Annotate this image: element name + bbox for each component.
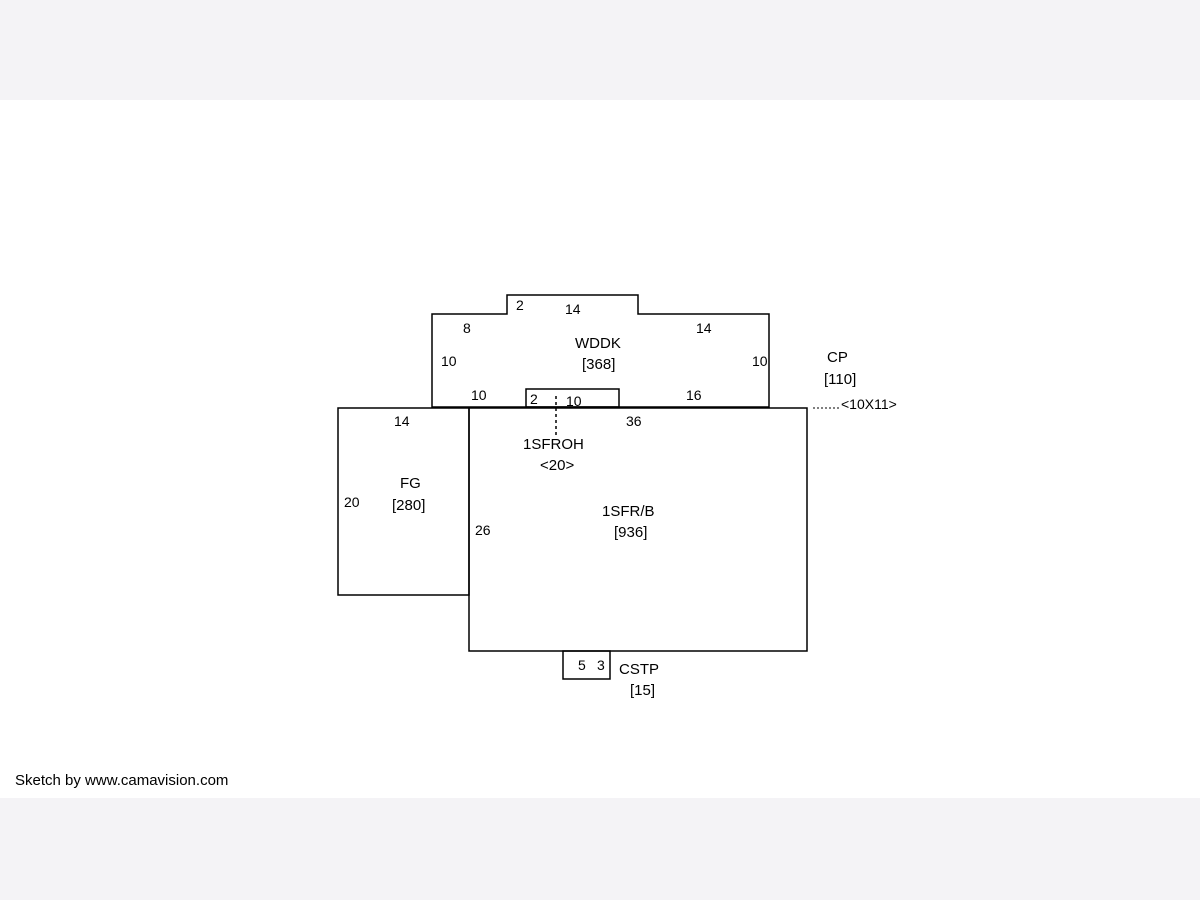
fg-code: FG xyxy=(400,475,421,492)
ohang-area: <20> xyxy=(540,457,574,474)
wddk-dim: 14 xyxy=(696,320,712,336)
wddk-outline xyxy=(431,294,770,408)
main-dim: 36 xyxy=(626,413,642,429)
fg-area: [280] xyxy=(392,497,425,514)
fg-dim: 14 xyxy=(394,413,410,429)
wddk-dim: 10 xyxy=(752,353,768,369)
sketch-canvas: 2 14 8 14 10 10 10 16 WDDK [368] 2 10 1S… xyxy=(0,100,1200,798)
cstp-dim: 5 xyxy=(578,657,586,673)
wddk-dim: 10 xyxy=(441,353,457,369)
cstp-outline xyxy=(562,650,611,680)
ohang-dim: 2 xyxy=(530,391,538,407)
cstp-dim: 3 xyxy=(597,657,605,673)
wddk-dim: 8 xyxy=(463,320,471,336)
cp-code: CP xyxy=(827,349,848,366)
wddk-dim: 2 xyxy=(516,297,524,313)
wddk-area: [368] xyxy=(582,356,615,373)
cstp-code: CSTP xyxy=(619,661,659,678)
main-dim: 26 xyxy=(475,522,491,538)
fg-dim: 20 xyxy=(344,494,360,510)
ohang-outline xyxy=(525,388,620,408)
wddk-code: WDDK xyxy=(575,335,621,352)
wddk-dim: 10 xyxy=(471,387,487,403)
cstp-area: [15] xyxy=(630,682,655,699)
sketch-credit: Sketch by www.camavision.com xyxy=(15,772,229,789)
cp-area: [110] xyxy=(824,371,856,388)
ohang-dim: 10 xyxy=(566,393,582,409)
floor-plan-sketch: 2 14 8 14 10 10 10 16 WDDK [368] 2 10 1S… xyxy=(337,294,897,699)
ohang-code: 1SFROH xyxy=(523,436,584,453)
wddk-dim: 16 xyxy=(686,387,702,403)
cp-note: <10X11> xyxy=(841,396,897,412)
main-area: [936] xyxy=(614,524,647,541)
main-outline xyxy=(468,407,808,652)
wddk-dim: 14 xyxy=(565,301,581,317)
main-code: 1SFR/B xyxy=(602,503,655,520)
